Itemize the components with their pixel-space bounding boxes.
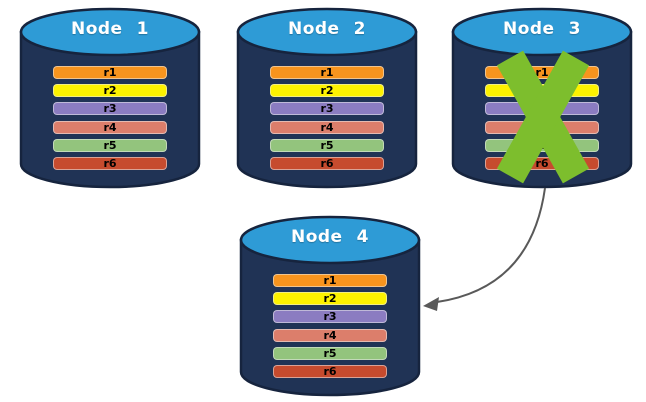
row-bar-r2: r2 <box>273 292 387 305</box>
row-bar-r2: r2 <box>270 84 384 97</box>
cylinder-top <box>239 215 421 265</box>
cylinder-top <box>19 7 201 57</box>
node-title: Node 1 <box>70 19 149 39</box>
row-bar-r6: r6 <box>53 157 167 170</box>
db-node-2: Node 2 r1 r2 r3 r4 r5 r6 <box>235 6 419 190</box>
failure-x-icon <box>496 50 590 184</box>
row-bar-r5: r5 <box>273 347 387 360</box>
row-list: r1 r2 r3 r4 r5 r6 <box>238 214 422 398</box>
node-title: Node 2 <box>287 19 366 39</box>
row-bar-r4: r4 <box>273 329 387 342</box>
row-bar-r1: r1 <box>270 66 384 79</box>
row-bar-r6: r6 <box>273 365 387 378</box>
row-bar-r3: r3 <box>273 310 387 323</box>
row-bar-r3: r3 <box>270 102 384 115</box>
node-title: Node 3 <box>502 19 581 39</box>
row-bar-r2: r2 <box>53 84 167 97</box>
cylinder-top <box>451 7 633 57</box>
row-bar-r6: r6 <box>270 157 384 170</box>
row-bar-r4: r4 <box>270 121 384 134</box>
db-node-4: Node 4 r1 r2 r3 r4 r5 r6 <box>238 214 422 398</box>
node-title: Node 4 <box>290 227 369 247</box>
row-bar-r1: r1 <box>53 66 167 79</box>
row-bar-r5: r5 <box>53 139 167 152</box>
row-bar-r1: r1 <box>273 274 387 287</box>
row-bar-r4: r4 <box>53 121 167 134</box>
arrow-head-icon <box>423 297 439 311</box>
db-node-1: Node 1 r1 r2 r3 r4 r5 r6 <box>18 6 202 190</box>
row-bar-r3: r3 <box>53 102 167 115</box>
row-bar-r5: r5 <box>270 139 384 152</box>
row-list: r1 r2 r3 r4 r5 r6 <box>18 6 202 190</box>
row-list: r1 r2 r3 r4 r5 r6 <box>235 6 419 190</box>
cylinder-top <box>236 7 418 57</box>
arrow-curve <box>436 187 546 303</box>
